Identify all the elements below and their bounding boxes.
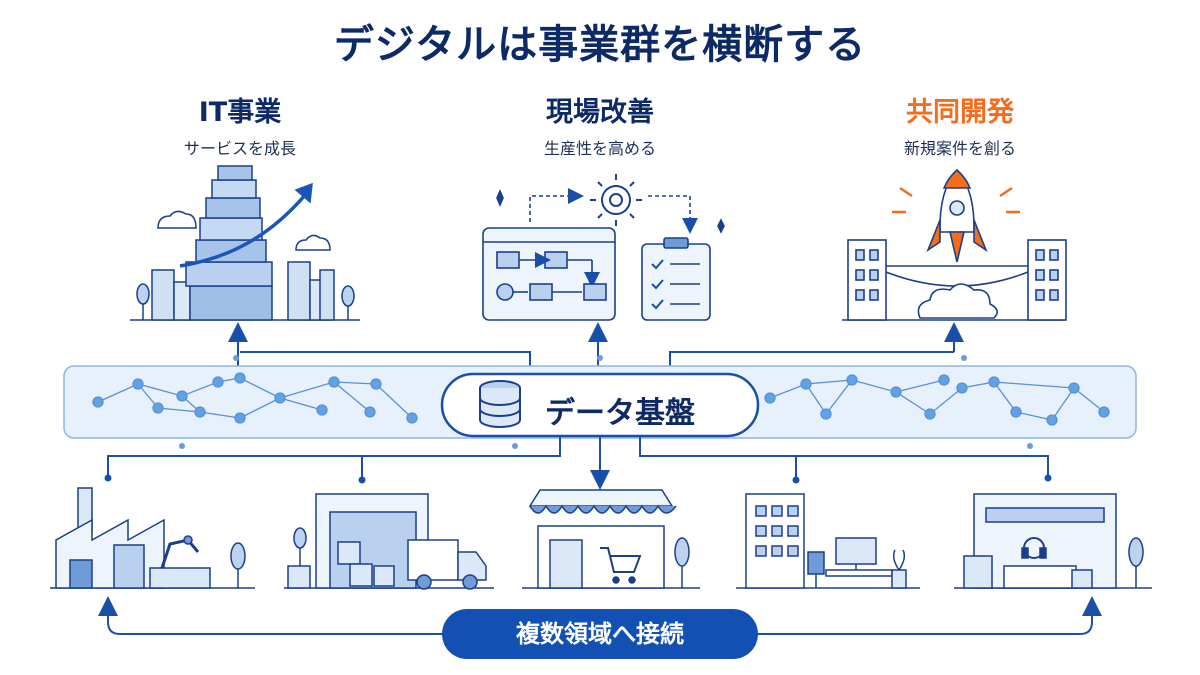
page-title: デジタルは事業群を横断する [333, 22, 867, 68]
store-cart-icon [522, 489, 700, 589]
column-title-it: IT事業 [198, 97, 282, 128]
column-subtitle-field: 生産性を高める [543, 139, 656, 158]
column-title-field: 現場改善 [546, 97, 654, 128]
column-title-codev: 共同開発 [906, 97, 1014, 128]
bottom-loop-arrows [98, 596, 1102, 635]
column-subtitle-codev: 新規案件を創る [903, 139, 1016, 158]
downward-connectors [107, 436, 1049, 490]
data-hub-label: データ基盤 [545, 396, 695, 431]
column-subtitle-it: サービスを成長 [183, 139, 296, 158]
upward-connectors [228, 322, 964, 366]
multi-domain-pill: 複数領域へ接続 [442, 609, 758, 659]
office-desk-icon [736, 493, 920, 589]
building-growth-icon [130, 165, 360, 321]
warehouse-truck-icon [284, 493, 494, 590]
gear-icon [590, 174, 642, 226]
workflow-board-icon [482, 188, 725, 321]
support-center-icon [954, 493, 1152, 589]
checklist-icon [641, 237, 711, 321]
rocket-icon [842, 168, 1067, 321]
database-icon [479, 380, 521, 428]
network-graph [92, 372, 1110, 426]
factory-icon [50, 487, 255, 589]
